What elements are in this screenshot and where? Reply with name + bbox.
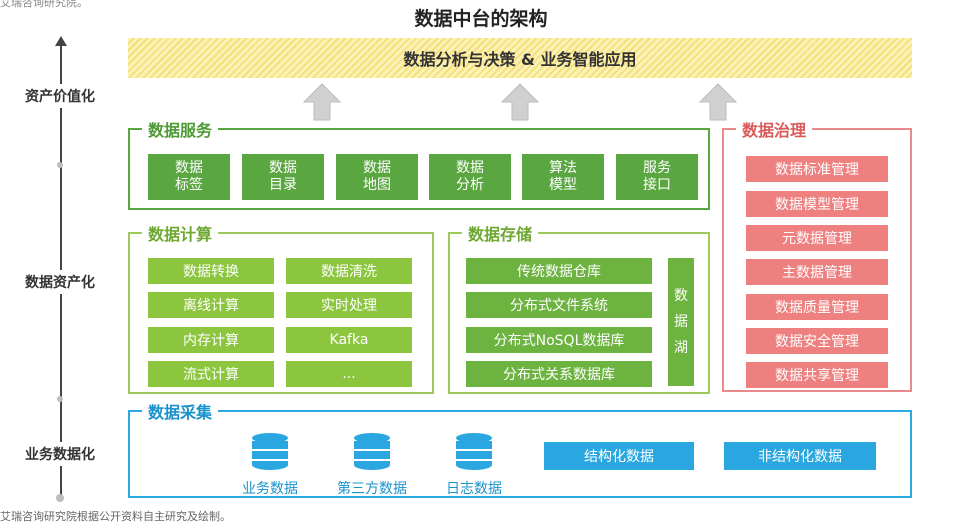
data-governance-section: 数据治理 数据标准管理 数据模型管理 元数据管理 主数据管理 数据质量管理 数据…	[722, 117, 912, 392]
governance-item: 数据质量管理	[746, 294, 888, 320]
axis-label-business-data: 业务数据化	[10, 442, 110, 466]
computing-item: 离线计算	[148, 292, 274, 318]
computing-item: 数据转换	[148, 258, 274, 284]
section-title: 数据治理	[736, 117, 813, 141]
diagram-title: 数据中台的架构	[414, 8, 548, 30]
computing-item: 实时处理	[286, 292, 412, 318]
up-arrow-icon	[698, 83, 738, 121]
axis-tick	[57, 162, 63, 168]
governance-item: 数据标准管理	[746, 156, 888, 182]
governance-item: 数据共享管理	[746, 362, 888, 388]
axis-arrow-icon	[55, 36, 67, 46]
section-title: 数据计算	[142, 221, 219, 245]
storage-item: 分布式文件系统	[466, 292, 652, 318]
service-item: 算法 模型	[522, 154, 604, 200]
storage-item: 传统数据仓库	[466, 258, 652, 284]
structured-data-box: 结构化数据	[544, 442, 694, 470]
source-label: 日志数据	[446, 481, 502, 497]
storage-item: 分布式关系数据库	[466, 361, 652, 387]
data-computing-section: 数据计算 数据转换 数据清洗 离线计算 实时处理 内存计算 Kafka 流式计算…	[128, 221, 434, 394]
service-item: 服务 接口	[616, 154, 698, 200]
governance-item: 数据模型管理	[746, 191, 888, 217]
service-item: 数据 标签	[148, 154, 230, 200]
database-source: 第三方数据	[332, 432, 412, 498]
section-title: 数据存储	[462, 221, 539, 245]
data-lake-char: 据	[674, 314, 688, 330]
up-arrow-icon	[500, 83, 540, 121]
data-collection-section: 数据采集 业务数据 第三方数据 日志数据 结构化数据 非结构化数据	[128, 399, 912, 498]
storage-item: 分布式NoSQL数据库	[466, 327, 652, 353]
computing-item: ...	[286, 361, 412, 387]
database-icon	[456, 433, 492, 470]
up-arrow-icon	[302, 83, 342, 121]
governance-item: 数据安全管理	[746, 328, 888, 354]
axis-label-data-asset: 数据资产化	[10, 270, 110, 294]
computing-item: Kafka	[286, 327, 412, 353]
banner-text: 数据分析与决策 & 业务智能应用	[403, 50, 637, 69]
truncated-header-text: 艾瑞咨询研究院。	[0, 0, 88, 9]
axis-tick	[57, 396, 63, 402]
section-title: 数据服务	[142, 117, 219, 141]
section-title: 数据采集	[142, 399, 219, 423]
service-item: 数据 地图	[336, 154, 418, 200]
governance-item: 主数据管理	[746, 259, 888, 285]
source-note: 艾瑞咨询研究院根据公开资料自主研究及绘制。	[0, 510, 231, 523]
database-icon	[354, 433, 390, 470]
data-lake-char: 湖	[674, 340, 688, 356]
computing-item: 流式计算	[148, 361, 274, 387]
data-lake-char: 数	[674, 288, 688, 304]
data-storage-section: 数据存储 传统数据仓库 分布式文件系统 分布式NoSQL数据库 分布式关系数据库…	[448, 221, 710, 394]
data-services-section: 数据服务 数据 标签 数据 目录 数据 地图 数据 分析 算法 模型 服务 接口	[128, 117, 710, 210]
data-lake-box: 数 据 湖	[668, 258, 694, 386]
database-source: 日志数据	[434, 432, 514, 498]
axis-origin-dot	[56, 494, 64, 502]
computing-item: 内存计算	[148, 327, 274, 353]
computing-item: 数据清洗	[286, 258, 412, 284]
database-source: 业务数据	[230, 432, 310, 498]
axis-label-asset-value: 资产价值化	[10, 84, 110, 108]
unstructured-data-box: 非结构化数据	[724, 442, 876, 470]
governance-item: 元数据管理	[746, 225, 888, 251]
source-label: 业务数据	[242, 481, 298, 497]
source-label: 第三方数据	[337, 481, 407, 497]
service-item: 数据 目录	[242, 154, 324, 200]
service-item: 数据 分析	[429, 154, 511, 200]
application-banner: 数据分析与决策 & 业务智能应用	[128, 38, 912, 78]
database-icon	[252, 433, 288, 470]
